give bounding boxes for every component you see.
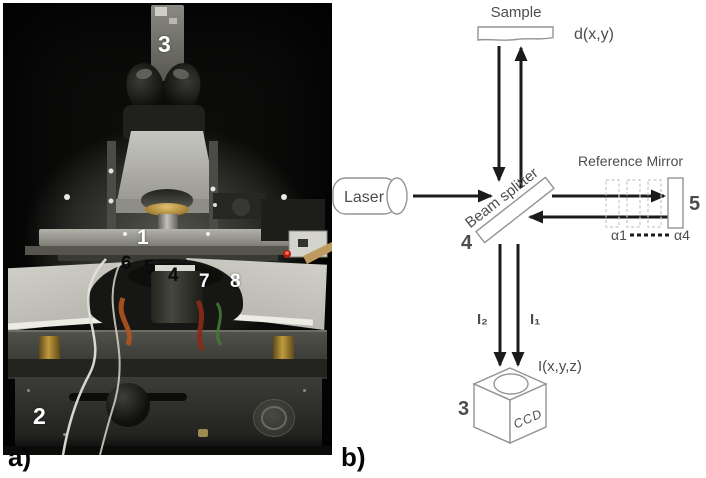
stage-highlight-1 (123, 232, 127, 236)
brass-foot-right (273, 336, 294, 362)
photo-label-6: 6 (121, 253, 132, 274)
mirror-position-ghost-1 (605, 179, 620, 228)
mirror-position-ghost-3 (647, 179, 662, 228)
photo-label-2: 2 (33, 403, 46, 429)
probe-stick (303, 242, 332, 264)
sample-shape (477, 26, 554, 41)
ccd-lens-shape (493, 373, 529, 395)
base-screw-1 (27, 389, 30, 392)
photo-detail-overlay (61, 168, 332, 455)
base-connector (198, 429, 208, 437)
brass-foot-left (39, 336, 60, 362)
i1-beam-label: I₁ (530, 311, 540, 328)
red-led-glow (285, 251, 289, 255)
wall-highlight-left (64, 194, 70, 200)
base-dial-ring (261, 406, 287, 430)
rail-highlight-1 (108, 168, 114, 174)
photo-label-8: 8 (230, 271, 241, 292)
green-cable (215, 302, 223, 346)
sample-slide (155, 265, 195, 271)
wall-highlight-right (281, 194, 287, 200)
reference-mirror-number: 5 (689, 193, 700, 215)
reference-mirror-label: Reference Mirror (578, 153, 683, 169)
stage-rail-lower (25, 246, 310, 255)
isolation-table-front (8, 359, 327, 377)
stage-rail-shadow (58, 255, 278, 261)
reference-mirror-shape (667, 177, 684, 229)
stage-highlight-2 (206, 232, 210, 236)
white-fiber-cable (61, 258, 107, 455)
base-screw-3 (63, 433, 66, 436)
photo-label-5: 5 (144, 257, 155, 278)
sample-height-annotation: d(x,y) (574, 26, 614, 43)
objective-lens (145, 203, 189, 216)
orange-cable (118, 297, 132, 346)
photo-label-7: 7 (199, 271, 210, 292)
white-box-window (298, 239, 308, 247)
beam-splitter-shape (475, 176, 555, 244)
white-fiber-cable-2 (99, 262, 121, 455)
alpha1-annotation: α1 (611, 227, 627, 243)
focus-rail-left (107, 141, 116, 235)
sample-label: Sample (491, 4, 542, 21)
alpha4-annotation: α4 (674, 227, 690, 243)
panel-a-photo: 3 1 6 5 4 7 8 2 (3, 3, 332, 455)
i2-beam-label: I₂ (477, 311, 488, 328)
laser-label: Laser (344, 189, 385, 206)
stage-chuck (151, 271, 203, 323)
ccd-cube-right-face (509, 382, 547, 445)
beam-splitter-number: 4 (461, 232, 473, 254)
camera-column-tag2 (169, 18, 177, 24)
panel-a-caption: a) (8, 442, 32, 472)
rail-highlight-2 (108, 198, 114, 204)
rail-highlight-3 (210, 186, 216, 192)
red-cable (195, 299, 206, 352)
panel-b-caption: b) (341, 442, 366, 472)
laser-aperture-shape (386, 177, 408, 215)
camera-column-tag (155, 7, 167, 16)
photo-label-4: 4 (168, 265, 179, 286)
photo-bottom-strip (3, 446, 332, 455)
ccd-number: 3 (458, 398, 469, 420)
photo-label-3: 3 (158, 31, 171, 57)
intensity-annotation: I(x,y,z) (538, 358, 582, 375)
photo-label-1: 1 (137, 226, 149, 249)
rail-highlight-4 (213, 203, 217, 207)
stage-rail (39, 229, 295, 246)
right-arm-knob (232, 198, 250, 216)
mirror-position-ghost-2 (626, 179, 641, 228)
base-screw-2 (303, 389, 306, 392)
